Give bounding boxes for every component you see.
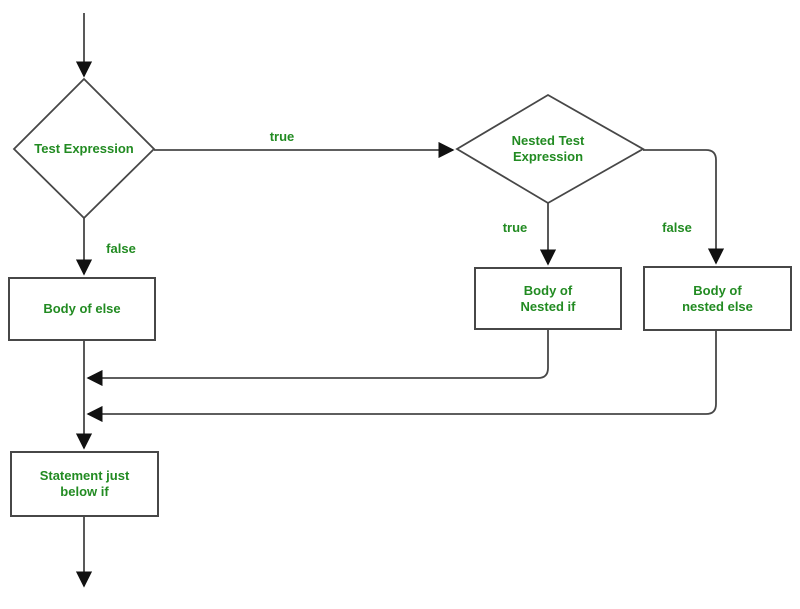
edge-label-nested-false: false [662,220,692,235]
process-body-of-else: Body of else [8,277,156,341]
edge-label-nested-true: true [502,220,528,235]
process-body-of-nested-if: Body of Nested if [474,267,622,330]
edge-nested-else-merge [86,331,717,423]
process-body-of-nested-else: Body of nested else [643,266,792,331]
edge-nested-false [643,149,725,265]
edge-nested-if-merge [86,330,549,387]
edge-label-outer-false: false [106,241,136,256]
decision-test-expression-label: Test Expression [34,141,134,156]
decision-nested-test-expression-label: Nested Test Expression [511,133,585,164]
process-body-of-nested-else-label: Body of nested else [682,282,753,314]
process-statement-below-if-label: Statement just below if [39,468,130,499]
process-body-of-nested-if-label: Body of Nested if [520,282,576,314]
decision-test-expression: Test Expression [14,141,154,157]
edge-label-outer-true: true [269,129,295,144]
decision-nested-test-expression: Nested Test Expression [463,133,633,165]
process-body-of-else-label: Body of else [43,301,121,316]
process-statement-below-if: Statement just below if [10,451,159,517]
